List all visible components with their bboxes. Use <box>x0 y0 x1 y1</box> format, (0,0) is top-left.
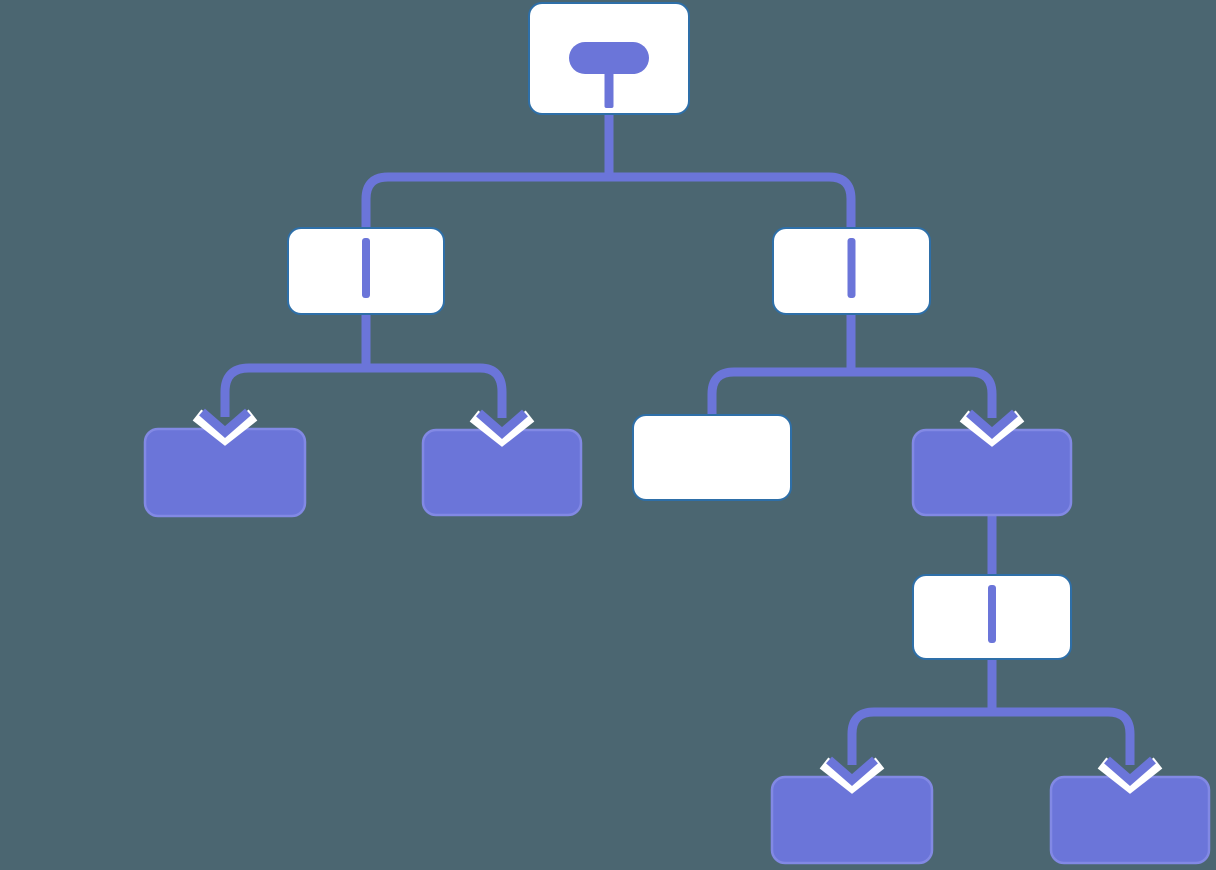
connector-lower-split <box>847 657 1135 765</box>
splitter-lower-divider-bar <box>988 585 996 643</box>
leaf-bottom-1-arrow-chevron-accent-icon <box>826 756 878 786</box>
root-pill <box>569 42 649 74</box>
leaf-bottom-2-arrow-chevron-accent-icon <box>1104 756 1156 786</box>
leaf-left-1-arrow-chevron-accent-icon <box>199 408 251 438</box>
splitter-left-divider-bar <box>362 238 370 298</box>
leaf-left-2-arrow-chevron-accent-icon <box>476 409 528 439</box>
connector-root-split <box>361 112 856 230</box>
plain-node-node <box>632 414 792 501</box>
target-node-arrow-chevron-accent-icon <box>966 409 1018 439</box>
splitter-right-divider-bar <box>847 238 856 298</box>
root-pill-stem <box>604 71 614 108</box>
connector-right-split <box>707 312 997 418</box>
connector-left-split <box>220 312 507 418</box>
